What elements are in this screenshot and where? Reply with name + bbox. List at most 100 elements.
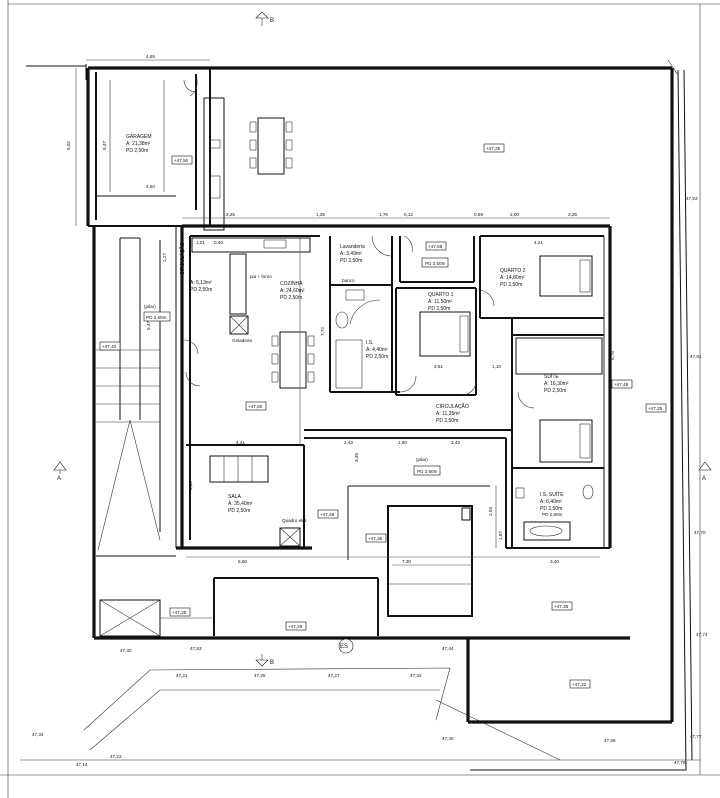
- room-wc: I.S. A: 4,40m² PD 2,50m: [366, 340, 388, 360]
- svg-text:CIRCULAÇÃO: CIRCULAÇÃO: [436, 403, 469, 410]
- house-walls: [175, 224, 612, 550]
- dim-garage-inner: 4,50: [146, 184, 155, 189]
- pd-tag-circ: PD 2,60m: [417, 469, 438, 474]
- svg-text:A: A: [57, 476, 61, 482]
- dim-cozinha-v: 7,72: [320, 327, 325, 336]
- svg-text:A: 6,40m²: A: 6,40m²: [540, 499, 562, 505]
- dim-kitchen-2: 0,40: [214, 240, 223, 245]
- svg-text:47,27: 47,27: [328, 673, 340, 678]
- svg-text:+47,25: +47,25: [648, 406, 663, 411]
- pd-tag-bath: PD 2,50m: [542, 512, 563, 517]
- note-geladeira: Geladeira: [232, 338, 252, 343]
- svg-text:+47,35: +47,35: [554, 604, 569, 609]
- dim-left-2: 5,47: [146, 321, 151, 330]
- svg-text:PD 2,50m: PD 2,50m: [544, 388, 566, 394]
- svg-text:PD 2,50m: PD 2,50m: [500, 282, 522, 288]
- note-pilar-left: (pilar): [144, 304, 156, 309]
- svg-text:47,78: 47,78: [674, 760, 686, 765]
- dim-top-2: 1,25: [316, 212, 325, 217]
- svg-text:+47,48: +47,48: [320, 512, 335, 517]
- furniture: [109, 79, 603, 547]
- section-marker-a-left: A: [53, 461, 67, 482]
- section-marker-a-right: A: [698, 461, 712, 482]
- note-pilar-right: (pilar): [416, 457, 428, 462]
- dim-sala-v: 3,80: [188, 481, 193, 490]
- svg-text:47,77: 47,77: [690, 734, 702, 739]
- svg-text:+47,22: +47,22: [572, 682, 587, 687]
- svg-text:47,22: 47,22: [110, 754, 122, 759]
- room-suite: SUÍTE A: 16,30m² PD 2,50m: [544, 373, 569, 394]
- svg-text:PD 2,50m: PD 2,50m: [340, 258, 362, 264]
- dim-bottom-1: 5,60: [238, 559, 247, 564]
- spot-heights: 47,53 47,81 47,70 47,74 47,77 47,66 47,7…: [32, 196, 708, 767]
- dimension-texts: 2,25 1,25 1,76 0,12 0,69 2,00 2,25 4,65 …: [66, 54, 615, 564]
- note-banco: banco: [342, 278, 355, 283]
- svg-text:47,34: 47,34: [32, 732, 44, 737]
- svg-text:47,40: 47,40: [442, 736, 454, 741]
- svg-text:A: 16,30m²: A: 16,30m²: [544, 381, 569, 387]
- room-sala: SALA A: 35,40m² PD 2,50m: [228, 494, 253, 514]
- svg-text:+47,50: +47,50: [174, 158, 189, 163]
- perimeter-walls: [86, 66, 674, 724]
- room-lavanderia: Lavanderia A: 3,49m² PD 2,50m: [340, 244, 365, 264]
- floor-tags: PD 2,50m PD 2,50m PD 2,60m PD 2,50m: [143, 257, 563, 517]
- svg-text:47,53: 47,53: [190, 646, 202, 651]
- svg-text:+47,25: +47,25: [486, 146, 501, 151]
- svg-text:PD 2,50m: PD 2,50m: [280, 295, 302, 301]
- entrance-marker: ES: [338, 638, 354, 654]
- svg-text:47,30: 47,30: [120, 648, 132, 653]
- note-pia: pia + forno: [250, 274, 272, 279]
- svg-text:47,53: 47,53: [686, 196, 698, 201]
- svg-text:+47,35: +47,35: [368, 536, 383, 541]
- section-markers: A A B B ES: [53, 11, 712, 667]
- svg-text:PD 2,50m: PD 2,50m: [428, 306, 450, 312]
- svg-text:CIRCULAÇÃO: CIRCULAÇÃO: [179, 242, 186, 275]
- svg-text:PD 2,50m: PD 2,50m: [366, 354, 388, 360]
- room-quarto2: QUARTO 2 A: 14,80m² PD 2,50m: [500, 268, 526, 288]
- svg-text:A: 3,49m²: A: 3,49m²: [340, 251, 362, 257]
- dim-left-1: 1,27: [162, 253, 167, 262]
- section-marker-b-top: B: [255, 11, 274, 26]
- dim-circ-3: 3,43: [451, 440, 460, 445]
- pd-tag-left: PD 2,50m: [146, 315, 167, 320]
- svg-text:47,25: 47,25: [254, 673, 266, 678]
- svg-text:B: B: [270, 18, 274, 24]
- svg-text:PD 2,50m: PD 2,50m: [126, 148, 148, 154]
- svg-text:I.S. SUÍTE: I.S. SUÍTE: [540, 491, 564, 498]
- svg-text:PD 2,50m: PD 2,50m: [228, 508, 250, 514]
- dimension-lines: [75, 59, 610, 566]
- svg-text:47,81: 47,81: [690, 354, 702, 359]
- svg-text:A: 21,38m²: A: 21,38m²: [126, 141, 151, 147]
- pd-tag-right: PD 2,50m: [425, 261, 446, 266]
- svg-text:SALA: SALA: [228, 494, 241, 500]
- room-quarto1: QUARTO 1 A: 11,50m² PD 2,50m: [428, 292, 454, 312]
- room-is-suite: I.S. SUÍTE A: 6,40m² PD 2,50m: [540, 491, 564, 512]
- svg-text:47,70: 47,70: [694, 530, 706, 535]
- dim-garage-width: 4,65: [146, 54, 155, 59]
- room-labels: GARAGEM A: 21,38m² PD 2,50m CIRCULAÇÃO A…: [126, 134, 569, 514]
- svg-text:+47,50: +47,50: [248, 404, 263, 409]
- dim-top-1: 2,25: [226, 212, 235, 217]
- svg-text:Lavanderia: Lavanderia: [340, 244, 365, 250]
- dim-hall-2: 1,10: [492, 364, 501, 369]
- dim-bottom-2: 3,40: [550, 559, 559, 564]
- dim-pool: 7,30: [402, 559, 411, 564]
- svg-text:PD 2,50m: PD 2,50m: [190, 287, 212, 293]
- svg-text:SUÍTE: SUÍTE: [544, 373, 559, 380]
- svg-text:I.S.: I.S.: [366, 340, 374, 346]
- svg-text:+47,48: +47,48: [614, 382, 629, 387]
- room-garagem: GARAGEM A: 21,38m² PD 2,50m: [126, 134, 152, 154]
- small-annotations: pia + forno Geladeira banco Quadro elét.…: [144, 274, 428, 523]
- svg-text:A: 14,80m²: A: 14,80m²: [500, 275, 525, 281]
- dim-hall: 2,81: [434, 364, 443, 369]
- dim-circ-v2: 1,87: [498, 531, 503, 540]
- section-marker-b-bottom: B: [255, 654, 274, 667]
- svg-text:PD 2,50m: PD 2,50m: [436, 418, 458, 424]
- svg-text:QUARTO 2: QUARTO 2: [500, 268, 526, 274]
- svg-text:47,44: 47,44: [442, 646, 454, 651]
- dim-top-5: 0,69: [474, 212, 483, 217]
- dim-garage-depth: 5,02: [66, 141, 71, 150]
- dim-circ-v1: 2,53: [488, 507, 493, 516]
- svg-text:+47,25: +47,25: [288, 624, 303, 629]
